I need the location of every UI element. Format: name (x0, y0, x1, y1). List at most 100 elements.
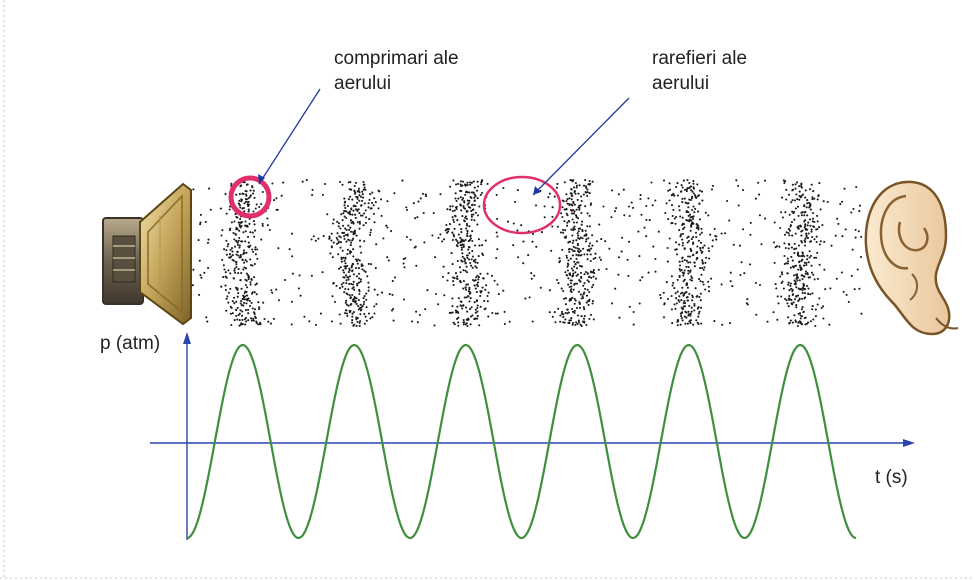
air-particle (233, 297, 235, 299)
air-particle (805, 273, 807, 275)
air-particle (804, 238, 806, 240)
air-particle (462, 205, 464, 207)
air-particle (592, 300, 594, 302)
air-particle (742, 189, 744, 191)
air-particle (582, 321, 584, 323)
air-particle (205, 221, 207, 223)
air-particle (572, 311, 574, 313)
air-particle (339, 247, 341, 249)
air-particle (817, 198, 819, 200)
air-particle (495, 257, 497, 259)
air-particle (382, 237, 384, 239)
air-particle (462, 256, 464, 258)
air-particle (452, 219, 454, 221)
air-particle (447, 230, 449, 232)
air-particle (811, 292, 813, 294)
air-particle (689, 256, 691, 258)
air-particle (459, 190, 461, 192)
air-particle (449, 223, 451, 225)
air-particle (435, 293, 437, 295)
air-particle (629, 306, 631, 308)
air-particle (671, 322, 673, 324)
air-particle (686, 179, 688, 181)
air-particle (860, 236, 862, 238)
air-particle (473, 219, 475, 221)
air-particle (579, 228, 581, 230)
air-particle (700, 299, 702, 301)
air-particle (792, 289, 794, 291)
air-particle (700, 228, 702, 230)
air-particle (238, 203, 240, 205)
air-particle (565, 312, 567, 314)
air-particle (369, 317, 371, 319)
air-particle (477, 262, 479, 264)
air-particle (291, 255, 293, 257)
air-particle (570, 288, 572, 290)
air-particle (614, 288, 616, 290)
air-particle (496, 248, 498, 250)
air-particle (812, 212, 814, 214)
air-particle (811, 198, 813, 200)
air-particle (571, 297, 573, 299)
air-particle (696, 257, 698, 259)
air-particle (359, 223, 361, 225)
air-particle (443, 238, 445, 240)
air-particle (827, 201, 829, 203)
air-particle (694, 265, 696, 267)
air-particle (721, 324, 723, 326)
air-particle (567, 284, 569, 286)
air-particle (271, 182, 273, 184)
air-particle (363, 301, 365, 303)
air-particle (322, 194, 324, 196)
air-particle (802, 252, 804, 254)
air-particle (675, 292, 677, 294)
air-particle (783, 287, 785, 289)
air-particle (250, 264, 252, 266)
air-particle (815, 257, 817, 259)
air-particle (671, 204, 673, 206)
air-particle (729, 322, 731, 324)
air-particle (353, 223, 355, 225)
air-particle (799, 266, 801, 268)
air-particle (463, 219, 465, 221)
air-particle (336, 243, 338, 245)
air-particle (496, 194, 498, 196)
air-particle (805, 229, 807, 231)
air-particle (671, 275, 673, 277)
air-particle (371, 316, 373, 318)
air-particle (855, 229, 857, 231)
air-particle (346, 315, 348, 317)
air-particle (350, 242, 352, 244)
air-particle (649, 219, 651, 221)
air-particle (568, 251, 570, 253)
air-particle (254, 248, 256, 250)
air-particle (577, 193, 579, 195)
air-particle (562, 290, 564, 292)
air-particle (373, 305, 375, 307)
air-particle (791, 221, 793, 223)
air-particle (682, 256, 684, 258)
air-particle (675, 186, 677, 188)
air-particle (454, 228, 456, 230)
air-particle (774, 221, 776, 223)
air-particle (495, 313, 497, 315)
air-particle (803, 311, 805, 313)
air-particle (342, 269, 344, 271)
air-particle (469, 181, 471, 183)
air-particle (311, 275, 313, 277)
air-particle (589, 192, 591, 194)
air-particle (230, 256, 232, 258)
air-particle (572, 254, 574, 256)
air-particle (241, 221, 243, 223)
air-particle (782, 216, 784, 218)
air-particle (365, 222, 367, 224)
air-particle (473, 260, 475, 262)
air-particle (260, 203, 262, 205)
air-particle (278, 299, 280, 301)
air-particle (800, 269, 802, 271)
air-particle (785, 198, 787, 200)
air-particle (795, 207, 797, 209)
air-particle (419, 314, 421, 316)
air-particle (425, 195, 427, 197)
air-particle (456, 206, 458, 208)
